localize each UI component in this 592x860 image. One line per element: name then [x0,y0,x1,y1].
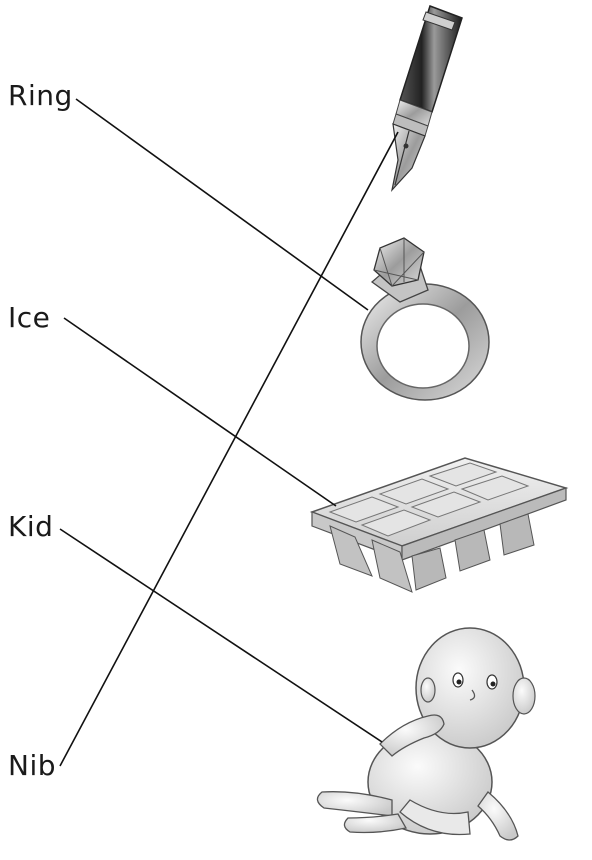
match-line-ring [76,99,368,310]
match-line-kid [60,529,382,742]
match-line-nib [60,132,398,766]
match-line-ice [64,318,336,506]
